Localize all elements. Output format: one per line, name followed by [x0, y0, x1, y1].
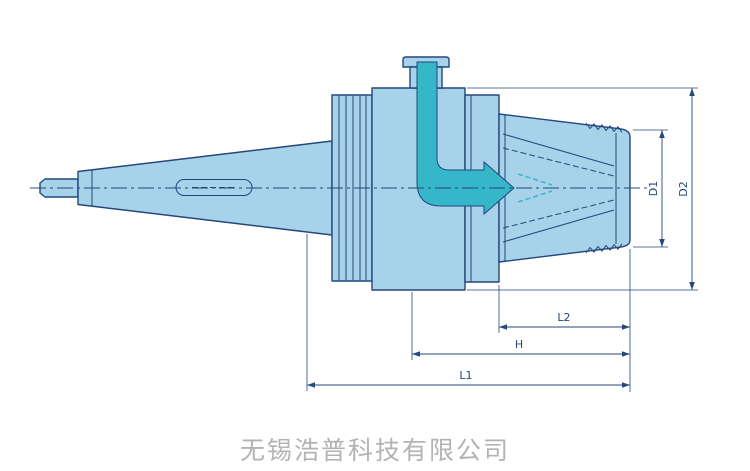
- serration-top: [585, 122, 623, 133]
- dimension-h: H: [411, 292, 630, 360]
- collet-bore-hidden-bottom: [502, 199, 615, 229]
- coolant-flow-hidden-bottom: [517, 190, 553, 203]
- tool-holder-body: [39, 56, 631, 291]
- coolant-channel: [416, 61, 515, 216]
- d2-label: D2: [677, 181, 690, 196]
- h-label: H: [515, 338, 523, 351]
- dimension-l2: L2: [498, 249, 631, 392]
- serration-bottom: [585, 243, 623, 254]
- dimension-d2: D2: [467, 87, 698, 291]
- dimension-d1: D1: [633, 129, 668, 248]
- watermark-text: 无锡浩普科技有限公司: [240, 436, 510, 465]
- l2-label: L2: [557, 311, 570, 324]
- l1-label: L1: [459, 369, 472, 382]
- dimension-l1: L1: [306, 234, 630, 391]
- dimension-annotations: D1 D2 L2 H: [306, 87, 698, 392]
- coolant-flow-hidden-top: [517, 173, 553, 186]
- collet-cone-bottom: [502, 209, 615, 243]
- collet-cone-top: [502, 133, 615, 167]
- collet-bore-hidden-top: [502, 147, 615, 177]
- tang-slot: [175, 179, 253, 196]
- coolant-channel-group: [416, 61, 553, 216]
- d1-label: D1: [647, 181, 660, 196]
